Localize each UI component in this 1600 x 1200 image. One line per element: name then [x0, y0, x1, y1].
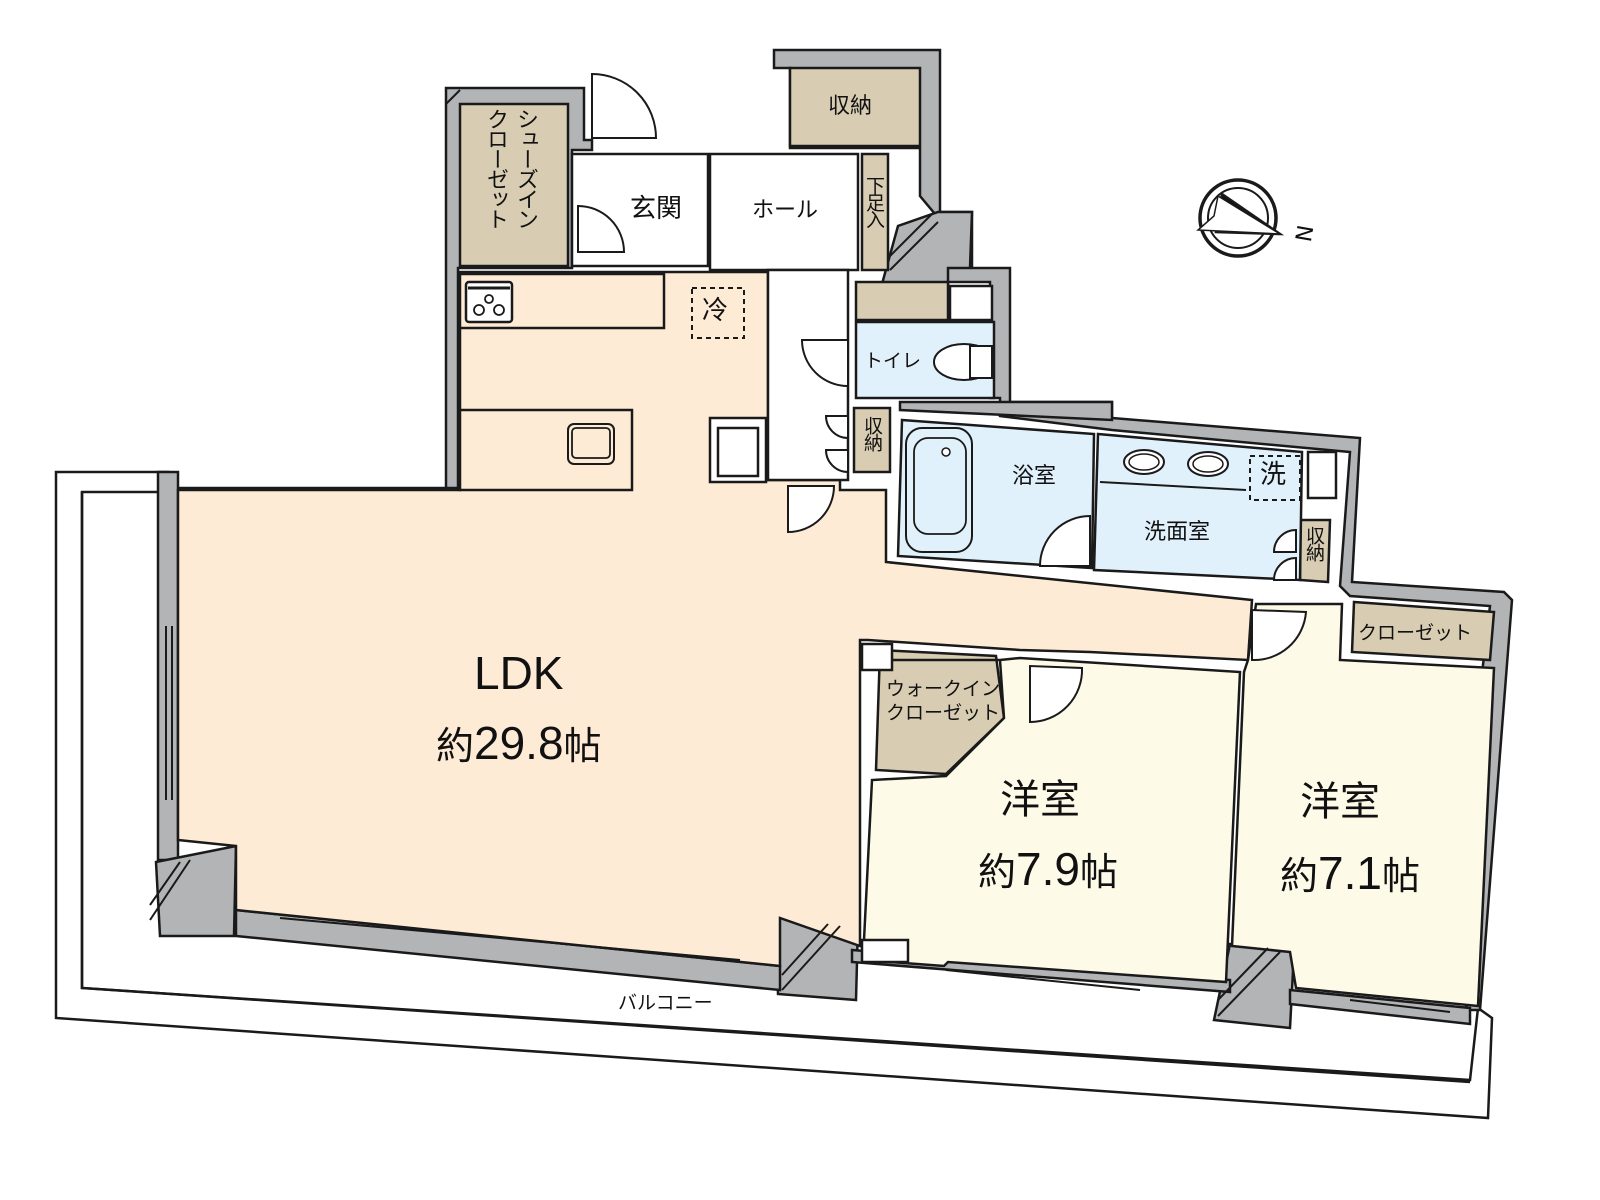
bedroom-2-floor: [1230, 602, 1496, 1008]
balcony-label: バルコニー: [618, 992, 713, 1014]
refrigerator-label: 冷: [702, 296, 729, 326]
shoes-closet-label-2: クローゼット: [483, 108, 508, 228]
toilet-label: トイレ: [864, 350, 922, 372]
washroom-label: 洗面室: [1144, 520, 1211, 545]
compass-north-label: N: [1288, 222, 1317, 244]
bedroom-2-label: 洋室: [1300, 779, 1380, 825]
bedroom-1-label: 洋室: [1000, 777, 1080, 823]
hall-label: ホール: [752, 198, 819, 223]
storage-wash-label: 収納: [1303, 526, 1325, 560]
north-arrow-icon: [1196, 178, 1285, 258]
ldk-area-prefix: 約: [436, 724, 475, 768]
kitchen-sink-icon: [567, 423, 615, 465]
washer-label: 洗: [1260, 460, 1287, 490]
shoe-cabinet-label: 下足入: [863, 176, 885, 227]
ldk-label: LDK: [474, 647, 564, 699]
ldk-area: 約29.8帖: [436, 720, 602, 766]
bedroom-2-area: 約7.1帖: [1280, 850, 1420, 896]
windows: [165, 626, 1451, 1013]
wash-basin-icon: [1123, 449, 1229, 477]
door-swings: [577, 72, 1308, 724]
bathroom-label: 浴室: [1012, 464, 1057, 489]
storage-top-label: 収納: [828, 94, 873, 119]
entrance-label: 玄関: [630, 194, 683, 224]
gas-stove-icon: [464, 280, 514, 324]
ldk-area-unit: 帖: [563, 724, 602, 768]
bathtub-icon: [905, 427, 973, 553]
ldk-area-value: 29.8: [474, 717, 564, 769]
walk-in-closet-label-1: ウォークイン: [886, 678, 1001, 700]
bedroom-2-area-value: 7.1: [1318, 847, 1382, 899]
toilet-bowl-icon: [933, 343, 995, 381]
shoes-closet-label-1: シューズイン: [513, 108, 538, 228]
bedroom-2-area-unit: 帖: [1381, 854, 1420, 898]
bedroom-1-area: 約7.9帖: [978, 846, 1118, 892]
bedroom-1-area-unit: 帖: [1079, 850, 1118, 894]
column-hatches: [149, 89, 1281, 1017]
storage-hall-label: 収納: [861, 416, 883, 450]
bedroom-2-area-prefix: 約: [1280, 854, 1319, 898]
bedroom-1-area-value: 7.9: [1016, 843, 1080, 895]
walk-in-closet-label-2: クローゼット: [886, 702, 1001, 724]
closet-label: クローゼット: [1358, 622, 1473, 644]
bedroom-1-area-prefix: 約: [978, 850, 1017, 894]
